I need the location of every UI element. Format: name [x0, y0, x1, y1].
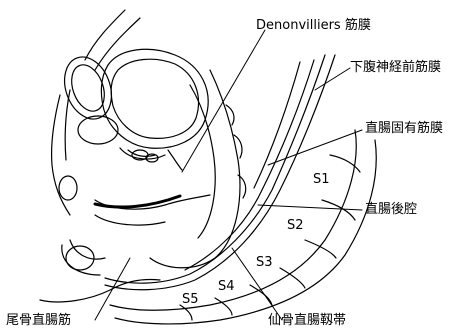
denonvilliers-fascia-line	[95, 196, 180, 207]
segment-s3: S3	[256, 255, 273, 270]
segment-s4: S4	[218, 279, 235, 294]
label-retrorectal-space: 直腸後腔	[365, 202, 417, 217]
label-denonvilliers: Denonvilliers 筋膜	[256, 18, 371, 33]
rectum	[95, 70, 246, 268]
label-fascia-propria: 直腸固有筋膜	[365, 121, 443, 136]
segment-s2: S2	[287, 218, 304, 233]
segment-s1: S1	[313, 172, 330, 187]
segment-s5: S5	[182, 292, 199, 307]
prostate-region	[120, 148, 182, 170]
label-hypogastric-prefascia: 下腹神経前筋膜	[350, 60, 441, 75]
label-rectosacral-ligament: 仙骨直腸靱帯	[268, 313, 346, 328]
anal-canal	[40, 240, 160, 302]
label-rectococcygeus: 尾骨直腸筋	[6, 313, 71, 328]
fascia-lines	[105, 55, 335, 290]
pubic-outline	[52, 10, 140, 215]
